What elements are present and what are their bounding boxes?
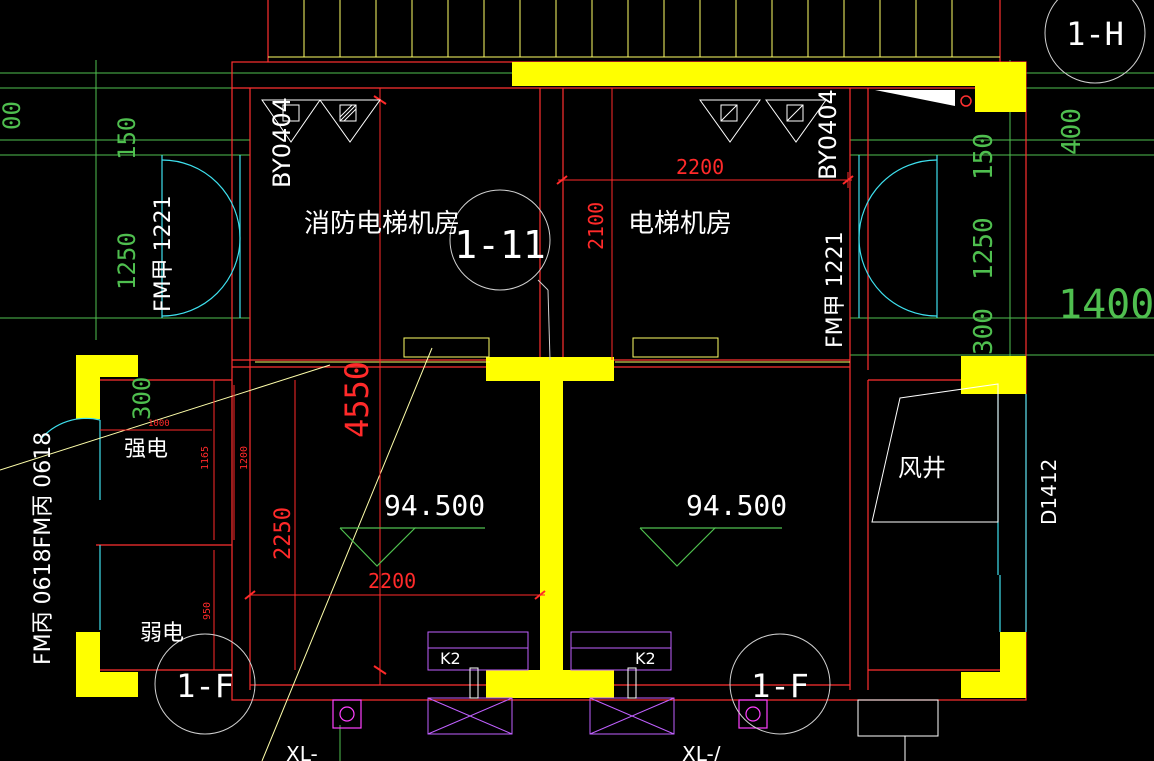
grid-bubble-bottom-left: 1-F bbox=[176, 667, 234, 705]
shaft-door-code: FM丙 0618FM丙 0618 bbox=[31, 432, 56, 665]
dim-left-300: 300 bbox=[128, 377, 156, 420]
dim-overall: 4550 bbox=[338, 361, 376, 438]
air-shaft-label: 风井 bbox=[898, 454, 946, 482]
fire-elevator-room-label: 消防电梯机房 bbox=[304, 209, 460, 239]
elevation-marks bbox=[339, 527, 782, 567]
dim-top-width: 2200 bbox=[676, 155, 724, 179]
elevation-right: 94.500 bbox=[686, 489, 787, 522]
door-left-code: FM甲 1221 bbox=[151, 195, 176, 312]
dim-right-1250: 1250 bbox=[969, 217, 999, 280]
vent-left-code: BY0404 bbox=[268, 97, 296, 188]
dim-small-1200: 1200 bbox=[239, 446, 250, 470]
grid-bubble-bottom-mid: 1-F bbox=[751, 667, 809, 705]
equipment-markers bbox=[469, 667, 637, 699]
pipe-squares bbox=[332, 699, 768, 729]
elevation-left: 94.500 bbox=[384, 489, 485, 522]
dim-left-150: 150 bbox=[113, 117, 141, 160]
vent-left-2 bbox=[261, 99, 321, 143]
opening-marker bbox=[875, 90, 955, 106]
weak-power-label: 弱电 bbox=[140, 621, 184, 646]
dim-right-150: 150 bbox=[969, 133, 999, 180]
top-stair-lines bbox=[268, 0, 1000, 58]
dim-shaft-depth: 2250 bbox=[271, 507, 296, 560]
pipe-marker bbox=[960, 95, 972, 107]
equipment-boxes bbox=[427, 631, 675, 735]
edge-left-text: 00 bbox=[0, 101, 26, 130]
dim-small-950: 950 bbox=[202, 602, 213, 620]
dim-depth: 2100 bbox=[584, 202, 608, 250]
air-shaft-outline bbox=[871, 383, 999, 523]
vent-left bbox=[319, 99, 381, 143]
dim-right-300: 300 bbox=[969, 308, 999, 355]
edge-bottom-right: XL-/ bbox=[682, 742, 721, 761]
dimension-ticks bbox=[244, 95, 854, 675]
vent-right bbox=[699, 99, 827, 143]
elevator-room-label: 电梯机房 bbox=[628, 209, 732, 239]
dim-small-1165: 1165 bbox=[200, 446, 211, 470]
leader-lines bbox=[0, 347, 433, 761]
grid-bubble-circles bbox=[154, 0, 1146, 735]
door-right-code: FM甲 1221 bbox=[823, 231, 848, 348]
dim-right-1400: 1400 bbox=[1058, 282, 1154, 328]
grid-bubble-center: 1-11 bbox=[454, 223, 546, 267]
equipment-left-label: K2 bbox=[440, 649, 461, 668]
bubble-leader bbox=[537, 279, 549, 291]
grid-bubble-top-right: 1-H bbox=[1066, 15, 1124, 53]
shaft-right-code: D1412 bbox=[1037, 459, 1061, 525]
bubble-leader-2 bbox=[547, 289, 551, 361]
bottom-right-structure bbox=[857, 699, 939, 761]
strong-power-label: 强电 bbox=[124, 437, 168, 462]
equipment-right-label: K2 bbox=[635, 649, 656, 668]
windows bbox=[255, 337, 850, 363]
dim-right-400: 400 bbox=[1057, 108, 1087, 155]
dimension-lines bbox=[100, 88, 852, 685]
vent-right-code: BY0404 bbox=[814, 89, 842, 180]
dim-shaft-width: 2200 bbox=[368, 569, 416, 593]
dim-small-1000: 1000 bbox=[148, 419, 170, 429]
walls bbox=[76, 62, 1026, 698]
dim-left-1250: 1250 bbox=[113, 232, 141, 290]
edge-bottom-left: XL- bbox=[286, 742, 318, 761]
